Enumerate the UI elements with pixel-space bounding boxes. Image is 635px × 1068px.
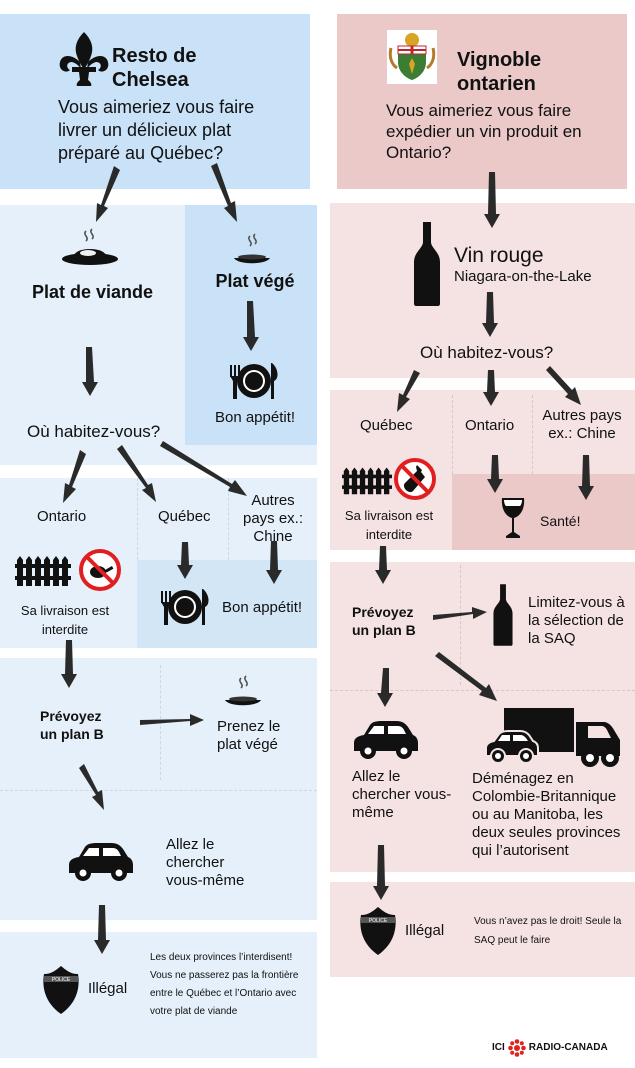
fleur-de-lis-icon [59, 32, 109, 86]
no-sign-icon [79, 549, 121, 591]
left-loc-other: Autres pays ex.: Chine [242, 492, 304, 545]
right-plan-b: Prévoyez un plan B [352, 604, 416, 638]
wine-bottle-icon [493, 584, 513, 646]
police-badge-icon: POLICE [43, 966, 79, 1014]
left-fetch-it: Allez le chercher vous-même [166, 836, 245, 889]
right-limit-saq: Limitez-vous à la sélection de la SAQ [528, 594, 625, 647]
left-illegal: Illégal [88, 980, 128, 997]
separator [137, 478, 138, 560]
plate-cutlery-icon [230, 363, 278, 399]
left-forbidden: Sa livraison est interdite [20, 603, 110, 637]
radio-canada-logo: ICI RADIO-CANADA [492, 1039, 608, 1057]
no-sign-icon [394, 458, 436, 500]
right-wine: Vin rouge [454, 244, 544, 267]
veg-dish-icon [234, 233, 270, 264]
left-opt-veg: Plat végé [215, 271, 295, 291]
left-title: Resto de Chelsea [112, 45, 197, 91]
right-wine-panel [330, 203, 635, 378]
left-header-panel [0, 14, 310, 189]
plate-cutlery-icon [161, 589, 209, 625]
right-wine-origin: Niagara-on-the-Lake [454, 268, 592, 285]
car-icon [69, 843, 133, 881]
separator [452, 395, 453, 474]
right-move: Déménagez en Colombie-Britannique ou au … [472, 770, 621, 859]
ontario-crest-icon [387, 30, 437, 84]
logo-prefix: ICI [492, 1042, 505, 1053]
left-veg-result: Bon appétit! [214, 409, 296, 426]
left-opt-meat: Plat de viande [31, 282, 154, 302]
separator [460, 565, 461, 685]
right-illegal: Illégal [405, 922, 445, 939]
wine-bottle-icon [414, 222, 440, 306]
wine-glass-icon [501, 498, 525, 538]
separator [0, 790, 317, 791]
right-cheers-panel [452, 474, 635, 550]
truck-icon [485, 708, 620, 767]
right-where: Où habitez-vous? [420, 343, 554, 362]
right-title: Vignoble ontarien [457, 49, 542, 95]
right-cheers: Santé! [540, 513, 581, 529]
separator [228, 478, 229, 560]
left-where: Où habitez-vous? [27, 422, 161, 441]
left-planb-panel [0, 658, 317, 920]
police-badge-label: POLICE [52, 977, 71, 983]
right-illegal-note: Vous n’avez pas le droit! Seule la SAQ p… [474, 916, 622, 946]
right-loc-ontario: Ontario [465, 417, 515, 434]
left-where-panel [185, 445, 317, 465]
meat-dish-icon [62, 228, 118, 265]
police-badge-label: POLICE [369, 918, 388, 924]
right-loc-quebec: Québec [360, 417, 413, 434]
logo-brand: RADIO-CANADA [528, 1042, 608, 1053]
left-loc-quebec: Québec [158, 508, 211, 525]
separator [532, 395, 533, 474]
left-plan-b: Prévoyez un plan B [40, 708, 104, 742]
veg-dish-icon [225, 675, 261, 706]
left-meat-panel [0, 205, 185, 465]
radio-canada-logo-icon [507, 1039, 526, 1057]
left-illegal-note: Les deux provinces l’interdisent! Vous n… [150, 952, 299, 1017]
fence-icon [15, 556, 71, 586]
fence-icon [342, 467, 392, 495]
police-badge-icon: POLICE [360, 907, 396, 955]
left-other-result: Bon appétit! [222, 599, 303, 616]
left-take-veg: Prenez le plat végé [217, 718, 281, 753]
right-question: Vous aimeriez vous faire expédier un vin… [386, 101, 582, 162]
right-forbidden: Sa livraison est interdite [344, 508, 434, 542]
left-question: Vous aimeriez vous faire livrer un délic… [58, 97, 255, 163]
right-header-panel [337, 14, 627, 189]
left-loc-ontario: Ontario [37, 508, 87, 525]
right-fetch-it: Allez le chercher vous-même [352, 768, 452, 821]
right-loc-other: Autres pays ex.: Chine [542, 407, 622, 442]
car-icon [354, 721, 418, 759]
